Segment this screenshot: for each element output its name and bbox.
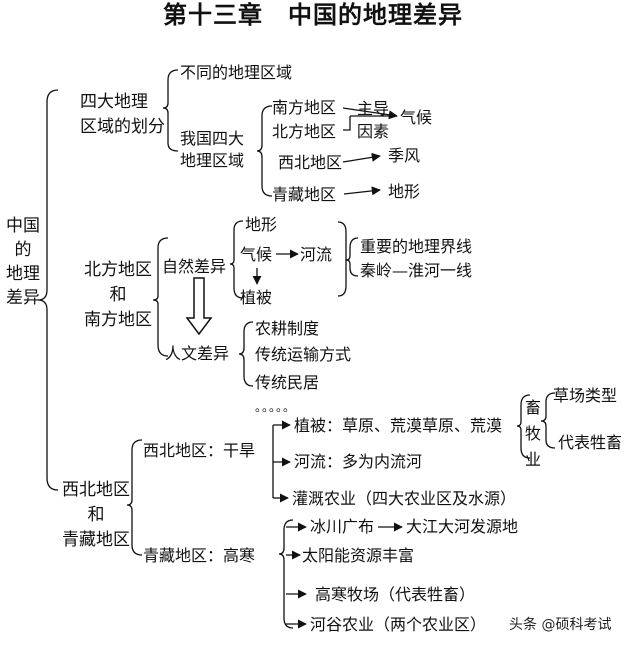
nwt-head-1: 西北地区 [62,480,130,500]
region-tibet: 青藏地区 [272,185,337,204]
ns-head-3: 南方地区 [84,310,152,330]
qinling-huaihe: 秦岭—淮河一线 [360,261,473,280]
north-south-head: 北方地区 和 南方地区 [80,258,156,333]
pasture-type: 草场类型 [553,386,618,405]
root-brace [37,89,59,491]
glacier: 冰川广布 [310,517,375,536]
watermark: 头条 @硕科考试 [509,617,612,633]
factor-label: 因素 [357,122,390,141]
factor-monsoon: 季风 [388,146,421,165]
nwt-head-2: 和 [87,505,105,525]
ns-head-2: 和 [109,285,127,305]
dots: 。。。。。 [255,400,297,414]
our-four-regions: 我国四大 地理区域 [180,128,244,172]
nw-river: 河流：多为内流河 [294,452,423,471]
our-four-2: 地理区域 [180,151,245,170]
ns-vegetation: 植被 [240,288,273,307]
hollow-down-arrow [185,277,213,336]
nw-arid: 西北地区：干旱 [143,441,256,460]
nw-vegetation: 植被：草原、荒漠草原、荒漠 [294,416,503,435]
factor-terrain: 地形 [388,182,421,201]
root-line-2: 的 [14,240,32,260]
root-line-4: 差异 [6,288,40,308]
root-line-1: 中国 [6,216,40,236]
livestock-vertical: 畜 牧 业 [525,395,541,473]
alpine-pasture: 高寒牧场（代表牲畜） [315,585,476,604]
ns-terrain: 地形 [245,215,278,234]
different-regions: 不同的地理区域 [180,63,293,82]
nw-tibet-head: 西北地区 和 青藏地区 [58,478,134,553]
factor-climate: 气候 [400,108,433,127]
valley-agriculture: 河谷农业（两个农业区） [310,615,487,634]
irrigation-agriculture: 灌溉农业（四大农业区及水源） [292,489,517,508]
farming-system: 农耕制度 [255,319,320,338]
ns-river: 河流 [300,245,333,264]
four-region-head: 四大地理 区域的划分 [80,90,165,140]
ns-head-1: 北方地区 [84,260,152,280]
four-region-head-1: 四大地理 [80,92,148,112]
our-four-1: 我国四大 [180,129,245,148]
rivers-source: 大江大河发源地 [406,517,519,536]
page-title: 第十三章 中国的地理差异 [163,1,463,29]
livestock-1: 畜 [525,398,542,417]
natural-difference: 自然差异 [162,257,227,276]
dwellings: 传统民居 [255,373,320,392]
tibet-cold: 青藏地区：高寒 [143,546,256,565]
region-south: 南方地区 [272,98,337,117]
region-north: 北方地区 [272,122,337,141]
boundary-label: 重要的地理界线 [360,237,473,256]
region-northwest: 西北地区 [278,153,343,172]
transport-mode: 传统运输方式 [255,345,352,364]
human-difference: 人文差异 [165,344,230,363]
four-region-head-2: 区域的划分 [80,117,165,137]
root-line-3: 地理 [6,264,40,284]
ns-climate: 气候 [240,245,273,264]
four-region-brace [162,69,179,152]
solar-resource: 太阳能资源丰富 [302,546,415,565]
root-node: 中国 的 地理 差异 [6,214,40,310]
north-south-brace [152,237,169,357]
livestock-3: 业 [525,450,542,469]
nwt-head-3: 青藏地区 [62,530,130,550]
dominant-label: 主导 [357,99,390,118]
regions-brace [256,105,273,197]
representative-livestock: 代表牲畜 [558,433,623,452]
livestock-2: 牧 [525,424,542,443]
